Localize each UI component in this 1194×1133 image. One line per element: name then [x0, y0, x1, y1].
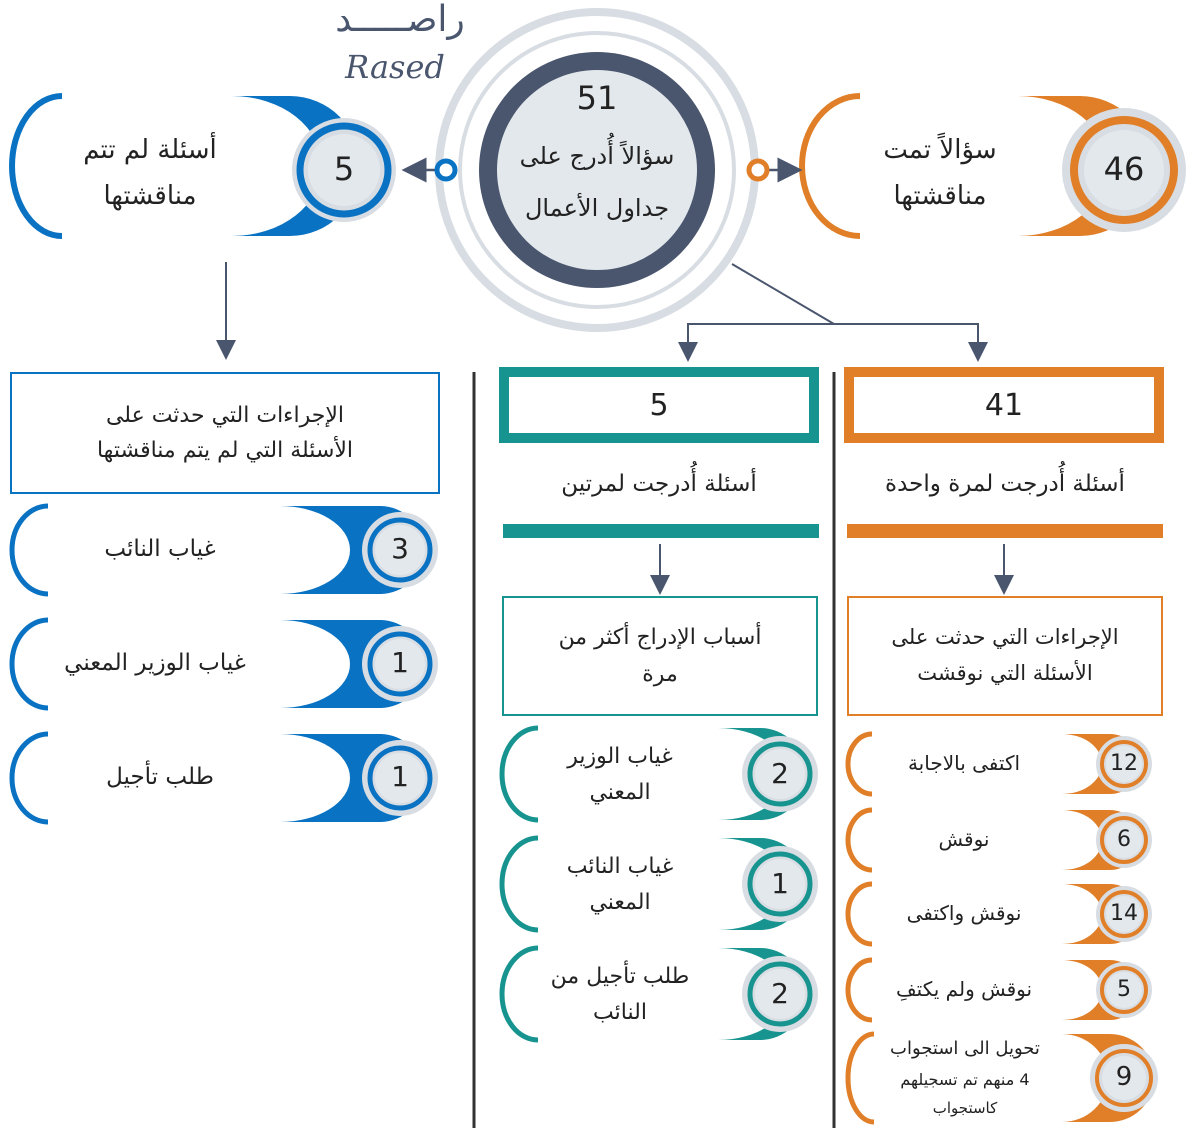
- mid-item-line2: النائب: [593, 1000, 647, 1025]
- right-item-number: 9: [1115, 1062, 1133, 1092]
- right-col-header: الإجراءات التي حدثت على الأسئلة التي نوق…: [847, 596, 1163, 716]
- mid-count-frame: [499, 367, 819, 443]
- mid-reasons-header: أسباب الإدراج أكثر من مرة: [502, 596, 818, 716]
- left-top-line1: أسئلة لم تتم: [83, 135, 217, 165]
- right-item-label: اكتفى بالاجابة: [907, 751, 1021, 775]
- mid-count: 5: [649, 388, 669, 423]
- left-col-header-line1: الإجراءات التي حدثت على: [105, 402, 345, 428]
- mid-item-number: 2: [771, 977, 789, 1010]
- left-item-label: غياب الوزير المعني: [64, 650, 246, 676]
- right-top-line1: سؤالاً تمت: [883, 135, 997, 165]
- right-item-line3: كاستجواب: [932, 1099, 998, 1117]
- right-top-number: 46: [1103, 150, 1145, 188]
- left-item-label: طلب تأجيل: [106, 764, 214, 790]
- center-number: 51: [576, 79, 618, 117]
- right-item-label: نوقش: [938, 827, 990, 851]
- left-col-header: الإجراءات التي حدثت على الأسئلة التي لم …: [10, 372, 440, 494]
- mid-item-line1: غياب النائب: [566, 854, 674, 879]
- center-line2: جداول الأعمال: [524, 194, 670, 222]
- mid-item-line1: غياب الوزير: [567, 744, 673, 769]
- mid-item-line2: المعني: [589, 890, 651, 915]
- left-top-line2: مناقشتها: [103, 181, 197, 211]
- mid-item-line2: المعني: [589, 780, 651, 805]
- brand-latin: Rased: [345, 48, 445, 86]
- down-connectors: [216, 262, 1014, 595]
- brand-arabic: راصـــــد: [335, 0, 465, 40]
- right-items-shapes: [845, 731, 1158, 1125]
- left-col-header-line2: الأسئلة التي لم يتم مناقشتها: [96, 438, 354, 463]
- right-item-number: 6: [1117, 827, 1131, 852]
- right-item-label: نوقش واكتفى: [906, 901, 1022, 925]
- mid-bar: [503, 524, 819, 538]
- right-item-label: نوقش ولم يكتفِ: [895, 977, 1033, 1001]
- right-subtitle: أسئلة أُدرجت لمرة واحدة: [885, 471, 1125, 497]
- right-top-line2: مناقشتها: [893, 181, 987, 211]
- right-item-number: 5: [1117, 977, 1131, 1002]
- mid-subtitle: أسئلة أُدرجت لمرتين: [561, 471, 757, 497]
- left-top-shape: [9, 93, 396, 239]
- right-count-frame: [844, 367, 1164, 443]
- right-bar: [847, 524, 1163, 538]
- right-col-header-line2: الأسئلة التي نوقشت: [917, 661, 1093, 685]
- top-connectors: [401, 157, 803, 183]
- right-col-header-line1: الإجراءات التي حدثت على: [891, 625, 1119, 650]
- center-line1: سؤالاً أُدرج على: [519, 142, 675, 170]
- right-item-number: 14: [1110, 901, 1138, 926]
- right-item-number: 12: [1110, 751, 1138, 776]
- right-count: 41: [984, 388, 1024, 423]
- right-item-line1: تحويل الى استجواب: [890, 1038, 1040, 1059]
- mid-item-line1: طلب تأجيل من: [550, 964, 690, 989]
- mid-item-number: 1: [771, 867, 789, 900]
- mid-reasons-line2: مرة: [642, 662, 678, 687]
- mid-items-shapes: [499, 725, 818, 1043]
- left-item-label: غياب النائب: [104, 536, 216, 562]
- mid-item-number: 2: [771, 757, 789, 790]
- right-item-line2: 4 منهم تم تسجيلهم: [900, 1070, 1030, 1089]
- left-item-number: 1: [391, 760, 409, 793]
- center-circle: [435, 8, 759, 332]
- left-item-number: 1: [391, 646, 409, 679]
- left-item-number: 3: [391, 532, 409, 565]
- left-top-number: 5: [333, 150, 355, 188]
- left-items-shapes: [9, 503, 438, 825]
- mid-reasons-line1: أسباب الإدراج أكثر من: [558, 624, 762, 650]
